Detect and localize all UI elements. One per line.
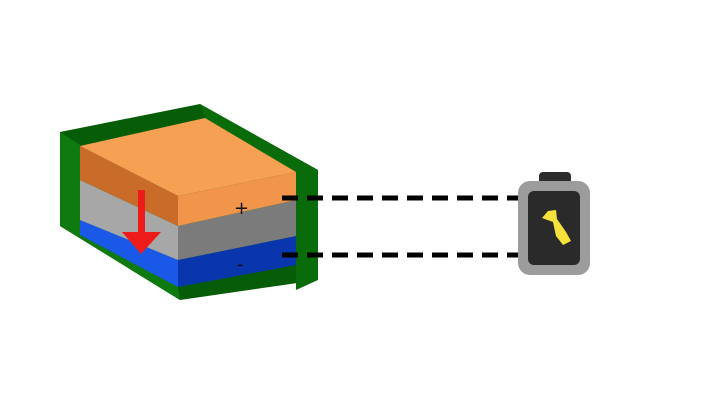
cathode-layer-front (80, 146, 178, 226)
lightning-bolt-icon (542, 210, 571, 245)
battery-charging-icon (518, 172, 590, 275)
separator-layer-side (178, 200, 296, 260)
anode-layer-front (80, 220, 178, 287)
negative-terminal-label: - (237, 254, 244, 275)
anode-layer-side (178, 236, 296, 287)
positive-terminal-label: + (234, 198, 249, 219)
casing-front-panel (60, 132, 180, 300)
cathode-layer-top (80, 118, 296, 196)
ion-flow-arrow-icon (122, 190, 161, 254)
cathode-layer-side (178, 172, 296, 226)
battery-screen (528, 191, 580, 265)
